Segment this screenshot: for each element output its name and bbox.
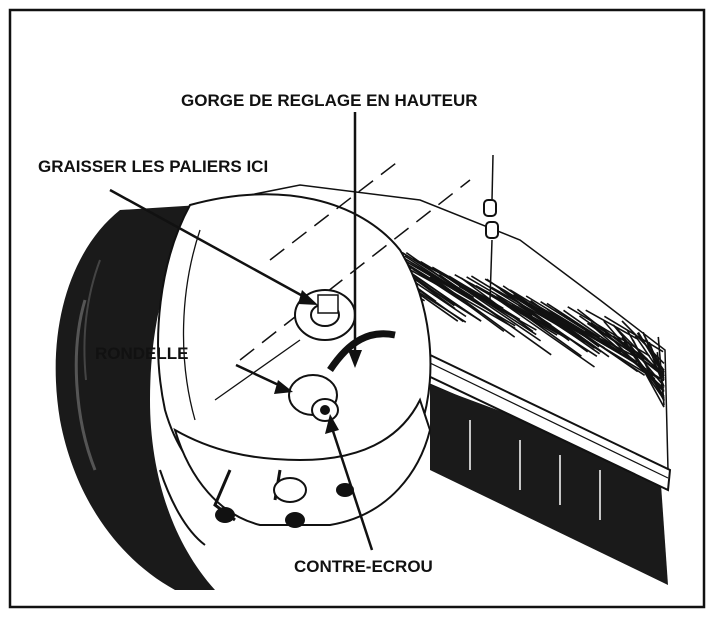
groove-arrowhead (348, 350, 362, 368)
rubber-flap (430, 385, 668, 585)
bristle-stroke (453, 280, 537, 336)
bristle-stroke (511, 304, 569, 340)
bristle-stroke (632, 339, 665, 402)
grease-arrowhead (298, 290, 318, 305)
bristle-stroke (454, 285, 552, 356)
bristle-stroke (518, 304, 598, 357)
bristle-stroke (603, 315, 664, 353)
locknut-arrow-line (330, 427, 374, 551)
label-lock-nut: CONTRE-ECROU (294, 557, 433, 576)
washer-assembly (288, 374, 339, 422)
label-grease-bearings: GRAISSER LES PALIERS ICI (38, 157, 268, 176)
bristle-stroke (447, 275, 507, 314)
bristle-stroke (442, 273, 542, 342)
bristle-stroke (584, 330, 638, 359)
tire (55, 205, 215, 590)
bristle-stroke (537, 307, 602, 353)
bristle-stroke (413, 268, 516, 329)
bristle-stroke (627, 341, 665, 408)
label-washer: RONDELLE (95, 344, 189, 363)
bristle-stroke (657, 336, 665, 406)
callout-arrows (109, 112, 374, 551)
label-height-groove: GORGE DE REGLAGE EN HAUTEUR (181, 91, 478, 110)
bristle-stroke (458, 285, 537, 331)
adjustment-groove (327, 330, 401, 379)
locknut-arrowhead (325, 414, 339, 434)
bristle-stroke (404, 255, 481, 306)
bristle-stroke (428, 273, 516, 338)
hanging-chain (483, 154, 499, 301)
bristle-stroke (460, 277, 534, 333)
bristle-stroke (586, 322, 665, 375)
bristle-stroke (429, 276, 505, 333)
bristle-stroke (612, 324, 665, 387)
grease-arrow-line (109, 188, 311, 302)
bristle-stroke (526, 302, 601, 355)
caster-bracket (159, 397, 432, 546)
bristle-stroke (571, 325, 639, 373)
bristle-stroke (485, 290, 595, 368)
washer-arrowhead (274, 380, 293, 394)
bristle-stroke (496, 294, 582, 357)
